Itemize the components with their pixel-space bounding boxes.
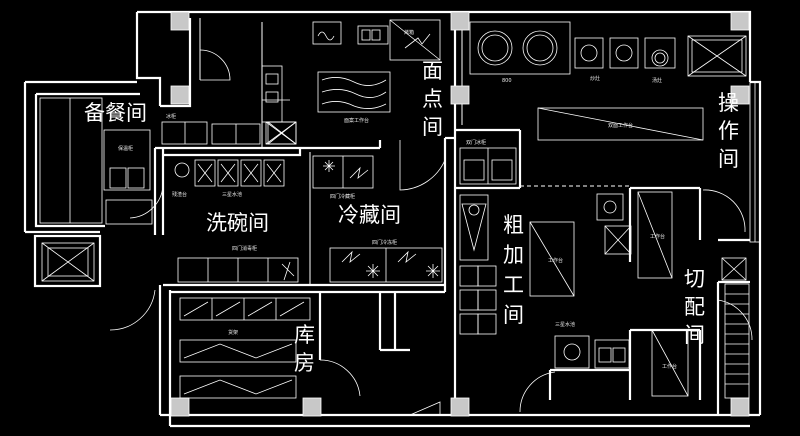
cold-storage-fixtures: 四门冷藏柜 四门冷冻柜	[312, 155, 443, 283]
rough-processing-fixtures: 工作台 三星水池 双门冰柜	[459, 139, 632, 369]
svg-text:工作台: 工作台	[650, 233, 665, 240]
room-label-prep-serving: 备餐间	[84, 101, 147, 125]
room-label-cutting-3: 间	[684, 323, 705, 347]
room-label-operation-2: 作	[718, 119, 739, 143]
room-label-pastry-3: 间	[422, 115, 443, 139]
room-label-storeroom-2: 房	[294, 351, 315, 375]
svg-text:面案工作台: 面案工作台	[344, 117, 369, 124]
right-stairs	[724, 283, 750, 399]
room-label-rough-2: 加	[503, 243, 524, 267]
svg-text:工作台: 工作台	[662, 363, 677, 370]
cutting-room-fixtures: 工作台 工作台	[637, 81, 761, 397]
room-label-cold-storage: 冷藏间	[338, 203, 401, 227]
room-labels: 备餐间 面 点 间 操 作 间 洗碗间 冷藏间 粗 加 工 间 切 配 间 库 …	[84, 59, 739, 375]
svg-text:烤箱: 烤箱	[404, 29, 414, 36]
inner-walls	[153, 18, 750, 415]
room-label-dishwashing: 洗碗间	[206, 211, 269, 235]
room-label-operation-1: 操	[718, 91, 739, 115]
svg-text:双面工作台: 双面工作台	[608, 122, 633, 129]
pastry-area-fixtures: 面案工作台 烤箱	[261, 19, 441, 145]
room-label-rough-1: 粗	[503, 213, 524, 237]
fixture-size-label: 800	[502, 78, 512, 84]
svg-text:冰柜: 冰柜	[166, 113, 176, 120]
dishwashing-fixtures: 残渣台 三星水池 四门消毒柜	[172, 159, 299, 283]
room-label-cutting-1: 切	[684, 267, 705, 291]
storeroom-shelves: 货架	[179, 297, 311, 399]
svg-text:三星水池: 三星水池	[222, 191, 242, 198]
svg-text:四门冷冻柜: 四门冷冻柜	[372, 239, 397, 246]
room-label-pastry-2: 点	[422, 87, 443, 111]
room-label-pastry-1: 面	[422, 59, 443, 83]
svg-text:货架: 货架	[228, 329, 238, 336]
room-label-operation-3: 间	[718, 147, 739, 171]
operation-room-fixtures: 800 双面工作台 炒灶 汤灶	[469, 21, 747, 141]
svg-text:汤灶: 汤灶	[652, 77, 662, 84]
svg-text:四门冷藏柜: 四门冷藏柜	[330, 193, 355, 200]
room-label-storeroom-1: 库	[294, 323, 315, 347]
svg-text:三星水池: 三星水池	[555, 321, 575, 328]
svg-text:残渣台: 残渣台	[172, 191, 187, 198]
doors	[109, 49, 753, 416]
serving-area-fixtures: 冰柜 保温柜	[39, 97, 297, 225]
svg-text:炒灶: 炒灶	[590, 75, 600, 82]
svg-text:保温柜: 保温柜	[118, 145, 133, 152]
structural-columns	[170, 11, 750, 417]
room-label-rough-3: 工	[503, 273, 524, 297]
svg-text:四门消毒柜: 四门消毒柜	[232, 245, 257, 252]
elevator-shaft	[33, 234, 102, 288]
room-label-rough-4: 间	[503, 303, 524, 327]
svg-text:双门冰柜: 双门冰柜	[466, 139, 486, 146]
room-label-cutting-2: 配	[684, 295, 705, 319]
svg-text:工作台: 工作台	[548, 257, 563, 264]
